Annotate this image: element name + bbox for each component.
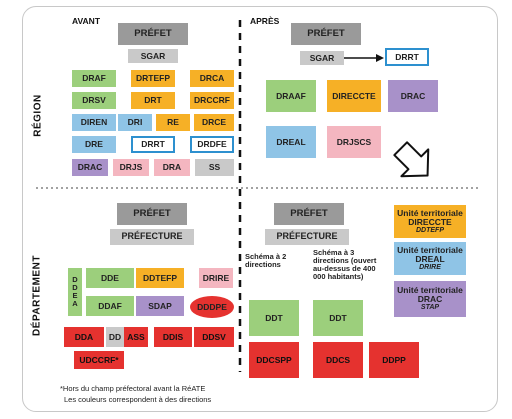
avant-ass: ASS <box>124 327 148 347</box>
header-avant: AVANT <box>72 16 101 26</box>
apres-drrt: DRRT <box>385 48 429 66</box>
avant-diren: DIREN <box>72 114 116 131</box>
apres-drjscs: DRJSCS <box>327 126 381 158</box>
apres-region-prefet: PRÉFET <box>291 23 361 45</box>
schema-3-label: Schéma à 3 directions (ouvert au-dessus … <box>313 248 377 281</box>
avant-draf: DRAF <box>72 70 116 87</box>
avant-dept-prefet: PRÉFET <box>117 203 187 225</box>
ut-name: DIRECCTE <box>408 216 452 227</box>
avant-ddis: DDIS <box>154 327 192 347</box>
avant-dde: DDE <box>86 268 134 288</box>
avant-dri: DRI <box>118 114 152 131</box>
avant-ddsv: DDSV <box>194 327 234 347</box>
header-apres: APRÈS <box>250 16 280 26</box>
avant-drce: DRCE <box>194 114 234 131</box>
ut-dreal: Unité territoriale DREAL DRIRE <box>394 242 466 275</box>
avant-re: RE <box>156 114 190 131</box>
apres-dreal: DREAL <box>266 126 316 158</box>
ut-name: DRAC <box>417 294 443 305</box>
avant-ddea: D D E A <box>68 268 82 316</box>
avant-dre: DRE <box>72 136 116 153</box>
avant-sdap: SDAP <box>136 296 184 316</box>
apres-ddcs: DDCS <box>313 342 363 378</box>
sgar-drrt-arrowhead <box>376 54 384 62</box>
ut-sub: DDTEFP <box>416 226 444 234</box>
avant-ddtefp: DDTEFP <box>136 268 184 288</box>
footnote-line1: *Hors du champ préfectoral avant la RéAT… <box>60 384 206 393</box>
ut-name: DREAL <box>415 253 445 264</box>
avant-ss: SS <box>195 159 234 176</box>
ut-title: Unité territoriale <box>397 244 463 255</box>
ut-title: Unité territoriale <box>397 207 463 218</box>
avant-dddpe: DDDPE <box>190 296 234 318</box>
big-arrow-icon <box>393 141 430 178</box>
avant-dept-prefecture: PRÉFECTURE <box>110 229 194 245</box>
schema-2-label: Schéma à 2 directions <box>245 252 287 269</box>
avant-drccrf: DRCCRF <box>190 92 234 109</box>
ddea-letter: D <box>72 283 78 293</box>
ut-sub: DRIRE <box>419 263 441 271</box>
ut-direccte: Unité territoriale DIRECCTE DDTEFP <box>394 205 466 238</box>
avant-dd: DD <box>106 327 124 347</box>
apres-dept-prefecture: PRÉFECTURE <box>265 229 349 245</box>
avant-dra: DRA <box>154 159 190 176</box>
label-region: RÉGION <box>32 94 44 137</box>
apres-direccte: DIRECCTE <box>327 80 381 112</box>
avant-region-prefet: PRÉFET <box>118 23 188 45</box>
apres-drac: DRAC <box>388 80 438 112</box>
avant-drsv: DRSV <box>72 92 116 109</box>
avant-drca: DRCA <box>190 70 234 87</box>
avant-drtefp: DRTEFP <box>131 70 175 87</box>
avant-drrt: DRRT <box>131 136 175 153</box>
ddea-letter: E <box>72 291 78 300</box>
avant-drjs: DRJS <box>113 159 149 176</box>
ut-title: Unité territoriale <box>397 285 463 296</box>
ut-drac: Unité territoriale DRAC STAP <box>394 281 466 317</box>
apres-draaf: DRAAF <box>266 80 316 112</box>
apres-ddt-3: DDT <box>313 300 363 336</box>
label-departement: DÉPARTEMENT <box>31 255 43 336</box>
ddea-letter: A <box>72 298 78 308</box>
footnote-line2: Les couleurs correspondent à des directi… <box>64 395 212 404</box>
avant-region-sgar: SGAR <box>128 49 178 63</box>
apres-ddt-2: DDT <box>249 300 299 336</box>
apres-dept-prefet: PRÉFET <box>274 203 344 225</box>
apres-ddpp: DDPP <box>369 342 419 378</box>
avant-dda: DDA <box>64 327 104 347</box>
avant-udccrf: UDCCRF* <box>74 351 124 369</box>
avant-drire: DRIRE <box>199 268 233 288</box>
avant-drt: DRT <box>131 92 175 109</box>
diagram-frame <box>22 6 498 412</box>
apres-region-sgar: SGAR <box>300 51 344 65</box>
avant-drac: DRAC <box>72 159 108 176</box>
avant-ddaf: DDAF <box>86 296 134 316</box>
ddea-letter: D <box>72 275 78 285</box>
apres-ddcspp: DDCSPP <box>249 342 299 378</box>
ut-sub: STAP <box>420 304 440 312</box>
avant-drdfe: DRDFE <box>190 136 234 153</box>
